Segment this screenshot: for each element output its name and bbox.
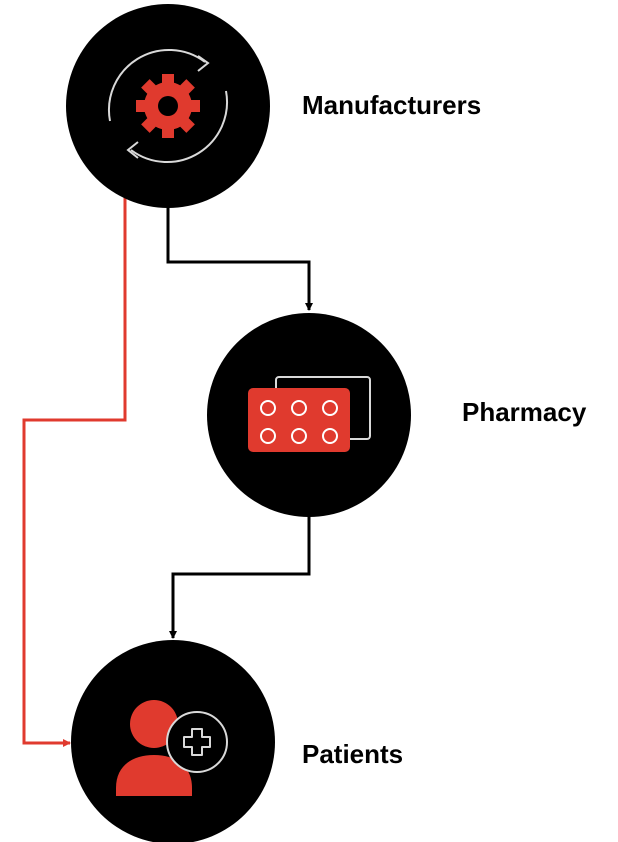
node-label-patients: Patients [302,739,404,769]
node-patients [71,640,275,842]
patient-medical-cross-icon [116,700,228,796]
gear-refresh-icon [107,48,229,164]
edge-manufacturers-to-pharmacy [166,205,313,311]
edge-pharmacy-to-patients [169,515,311,639]
node-label-manufacturers: Manufacturers [302,90,482,120]
node-label-pharmacy: Pharmacy [462,397,587,427]
node-manufacturers [66,4,270,208]
edge-manufacturers-to-patients [22,195,127,747]
pill-blister-pack-icon [248,376,371,452]
node-pharmacy [207,313,411,517]
